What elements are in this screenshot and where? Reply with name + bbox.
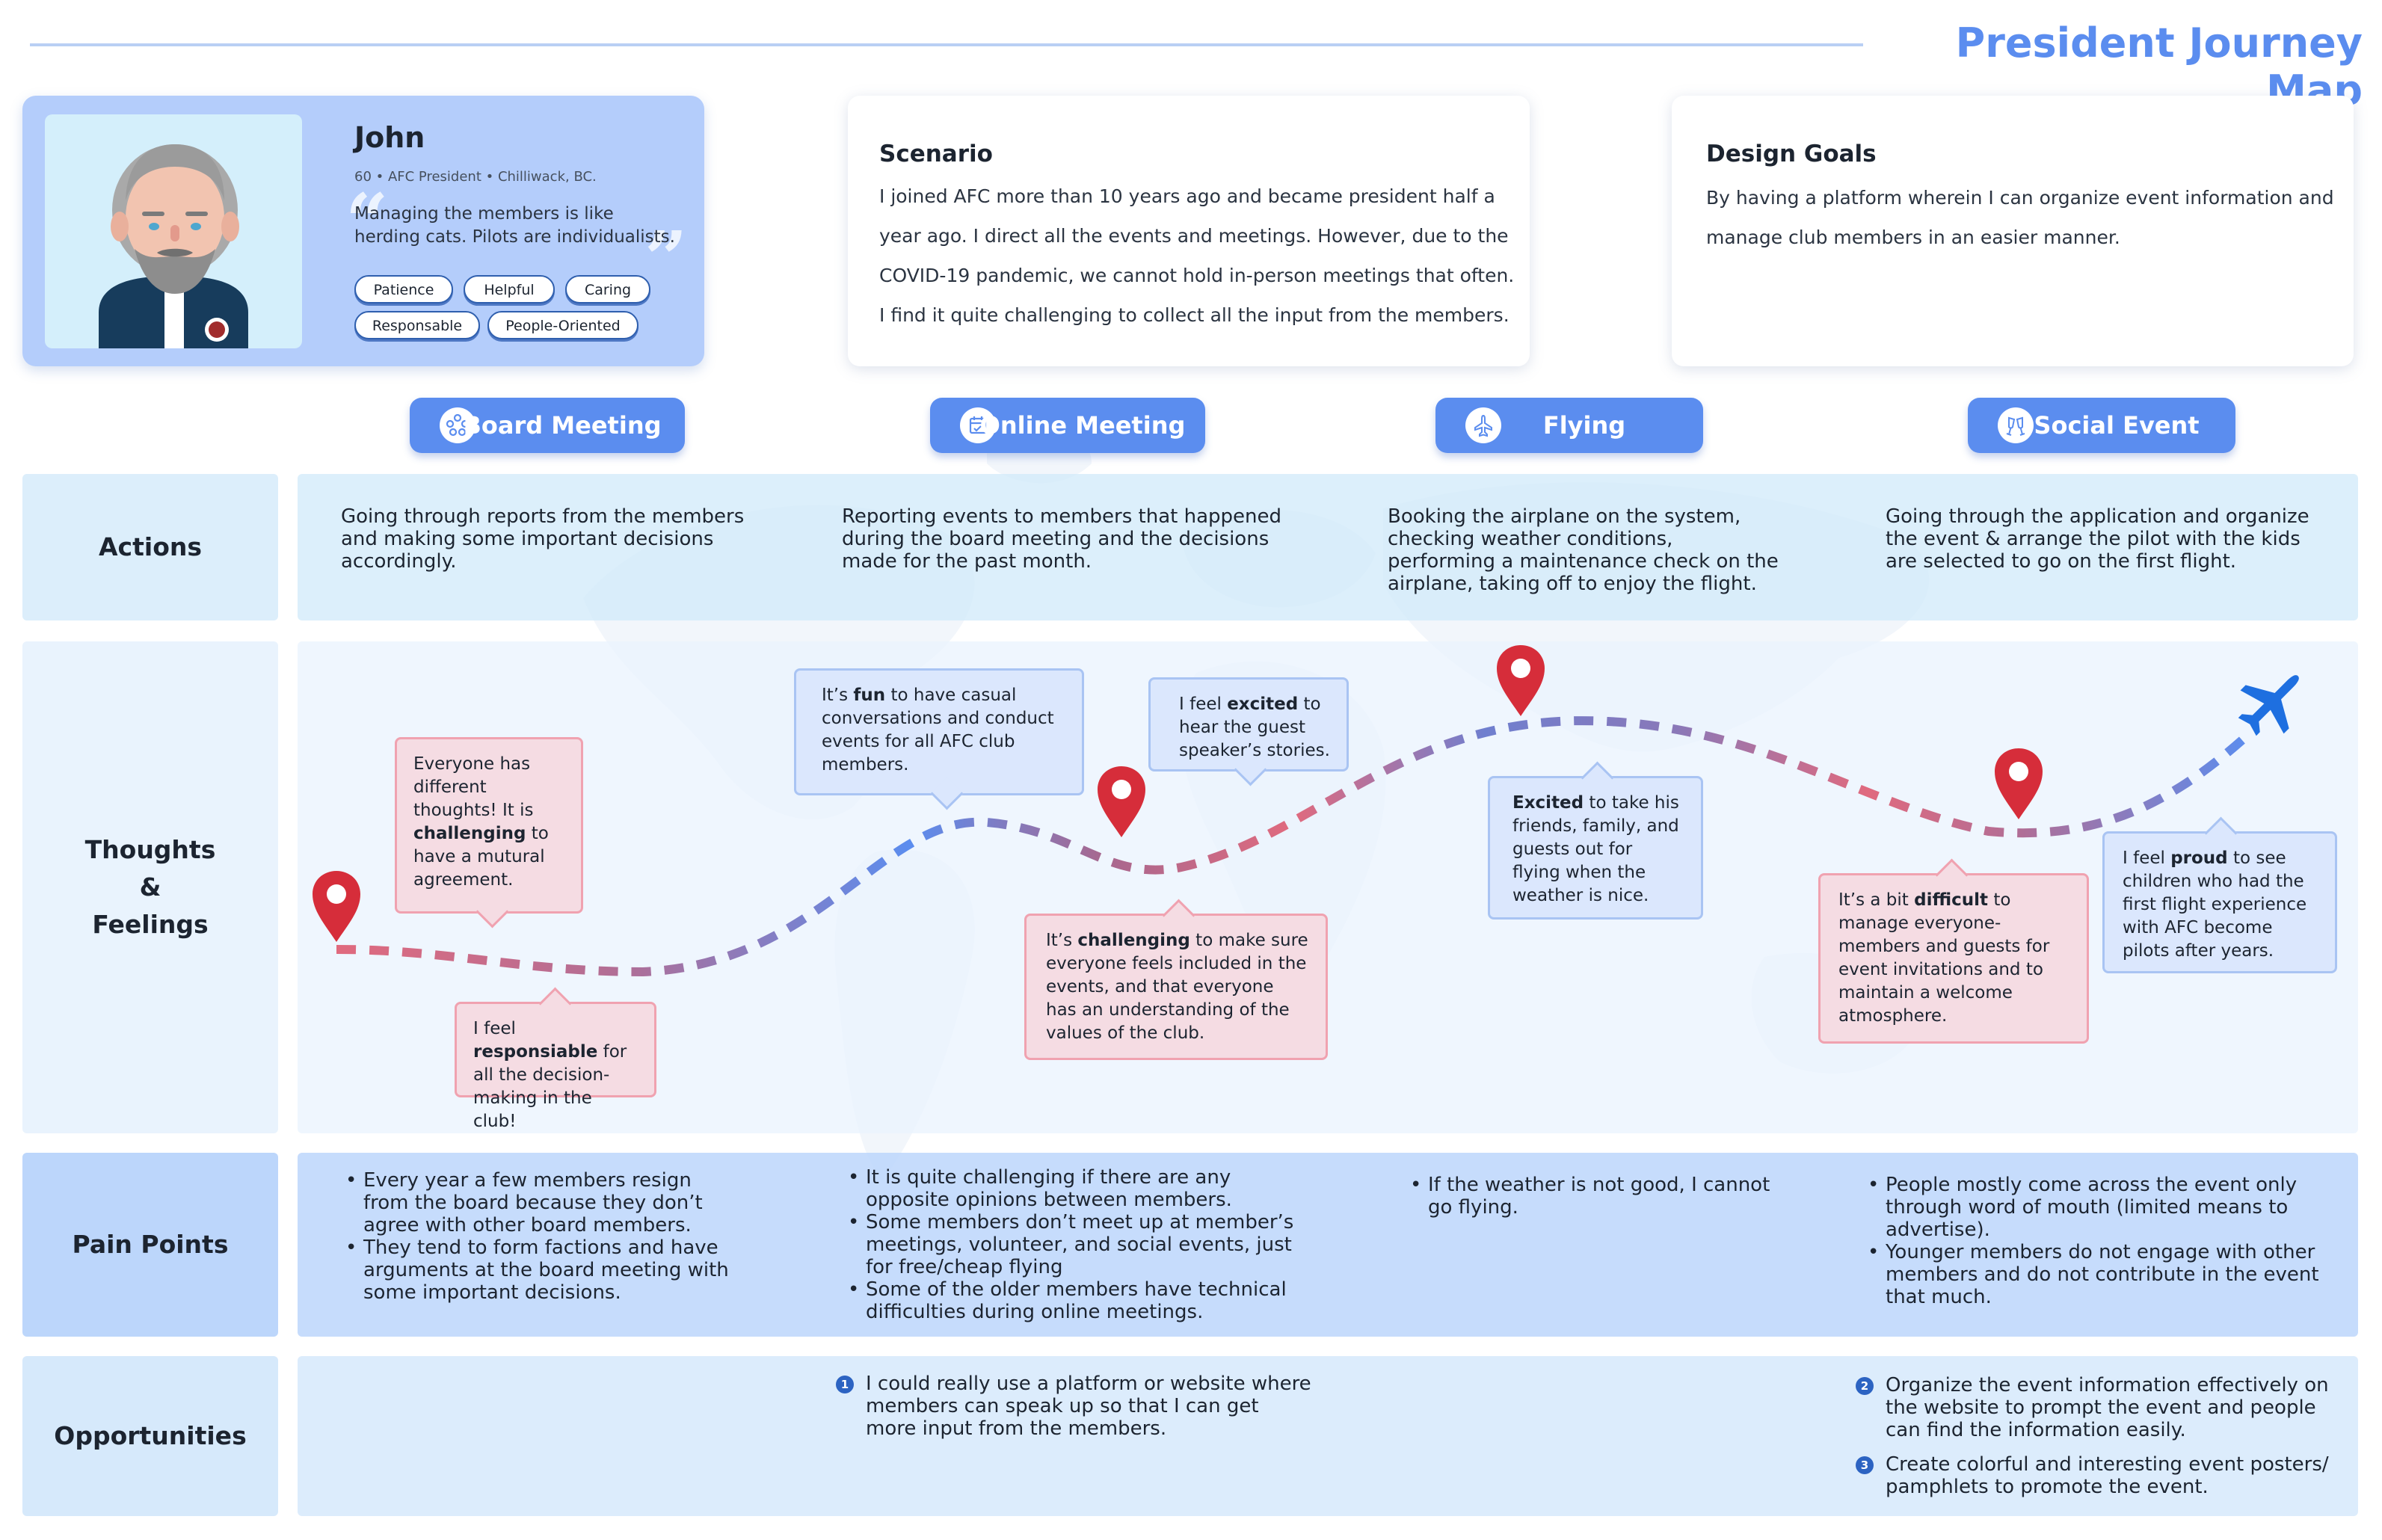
persona-card: John 60 • AFC President • Chilliwack, BC… (22, 96, 704, 366)
thought-bubble: I feel responsiable for all the decision… (455, 987, 656, 1131)
row-header-thoughts-line: Thoughts (84, 835, 216, 864)
action-text: Booking the airplane on the system, chec… (1388, 505, 1779, 595)
close-quote-icon: ” (644, 215, 688, 303)
row-header-actions: Actions (22, 474, 278, 620)
persona-tag: Patience (354, 275, 453, 304)
thought-bubble: Everyone has different thoughts! It is c… (395, 737, 583, 928)
action-text: Reporting events to members that happene… (842, 505, 1281, 573)
thought-bubble: I feel proud to see children who had the… (2102, 816, 2337, 973)
phase-label: Board Meeting (463, 411, 662, 440)
pain-point-item: It is quite challenging if there are any… (848, 1166, 1311, 1211)
open-quote-icon: “ (345, 177, 389, 265)
row-header-opportunities: Opportunities (22, 1356, 278, 1516)
action-text: Going through reports from the members a… (341, 505, 745, 573)
cheers-icon (1998, 407, 2034, 443)
location-pin-icon (1497, 645, 1545, 716)
persona-meta: 60 • AFC President • Chilliwack, BC. (354, 169, 597, 185)
persona-tag: Responsable (354, 311, 480, 339)
row-header-pain-points: Pain Points (22, 1153, 278, 1337)
pain-point-item: People mostly come across the event only… (1868, 1174, 2331, 1241)
phase-label: Social Event (2034, 411, 2200, 440)
location-pin-icon (313, 871, 360, 942)
persona-name: John (354, 121, 425, 154)
scenario-text: I joined AFC more than 10 years ago and … (879, 185, 1515, 326)
pain-point-list: It is quite challenging if there are any… (848, 1166, 1311, 1323)
thought-bubble: I feel excited to hear the guest speaker… (1148, 677, 1349, 786)
phase-label: Flying (1542, 411, 1626, 440)
airplane-icon (2238, 675, 2299, 736)
airplane-icon (1465, 407, 1501, 443)
persona-tag: Caring (565, 275, 650, 304)
pain-point-list: People mostly come across the event only… (1868, 1174, 2331, 1308)
persona-tag: People-Oriented (487, 311, 638, 339)
avatar-illustration (99, 144, 248, 348)
pain-point-item: Every year a few members resign from the… (345, 1169, 734, 1236)
row-header-thoughts: Thoughts & Feelings (22, 641, 278, 1133)
scenario-card: Scenario I joined AFC more than 10 years… (848, 96, 1530, 366)
phase-label: Online Meeting (979, 411, 1186, 440)
pain-point-item: Some of the older members have technical… (848, 1278, 1311, 1323)
persona-quote: Managing the members is like herding cat… (354, 204, 675, 247)
pain-point-list: Every year a few members resign from the… (345, 1169, 734, 1304)
phase-flying: Flying (1435, 398, 1703, 453)
phase-board-meeting: Board Meeting (410, 398, 685, 453)
avatar (45, 114, 302, 348)
thought-bubble: It’s fun to have casual conversations an… (794, 668, 1084, 810)
thought-bubble: Excited to take his friends, family, and… (1488, 761, 1703, 920)
location-pin-icon (1995, 748, 2043, 819)
location-pin-icon (1098, 766, 1145, 837)
page-title: President Journey Map (1955, 19, 2363, 114)
phase-social-event: Social Event (1968, 398, 2235, 453)
people-icon (440, 407, 476, 443)
row-actions (298, 474, 2358, 620)
pain-point-item: They tend to form factions and have argu… (345, 1236, 734, 1304)
design-goals-card: Design Goals By having a platform wherei… (1672, 96, 2354, 366)
row-opportunities (298, 1356, 2358, 1516)
pain-point-list: If the weather is not good, I cannot go … (1410, 1174, 1799, 1219)
row-header-thoughts-line: Feelings (92, 910, 209, 939)
number-badge: 2 (1856, 1377, 1874, 1395)
pain-point-item: Some members don’t meet up at member’s m… (848, 1211, 1311, 1278)
number-badge: 3 (1856, 1456, 1874, 1474)
calendar-icon (960, 407, 996, 443)
action-text: Going through the application and organi… (1886, 505, 2309, 573)
design-goals-heading: Design Goals (1706, 141, 1877, 167)
pain-point-item: If the weather is not good, I cannot go … (1410, 1174, 1799, 1219)
persona-tag: Helpful (464, 275, 555, 304)
design-goals-text: By having a platform wherein I can organ… (1706, 187, 2334, 248)
thought-bubble: It’s a bit difficult to manage everyone-… (1818, 858, 2089, 1044)
phase-online-meeting: Online Meeting (930, 398, 1205, 453)
row-header-thoughts-line: & (139, 872, 161, 902)
scenario-heading: Scenario (879, 141, 993, 167)
pain-point-item: Younger members do not engage with other… (1868, 1241, 2331, 1308)
thought-bubble: It’s challenging to make sure everyone f… (1024, 899, 1328, 1060)
title-divider (30, 43, 1863, 46)
number-badge: 1 (836, 1376, 854, 1393)
